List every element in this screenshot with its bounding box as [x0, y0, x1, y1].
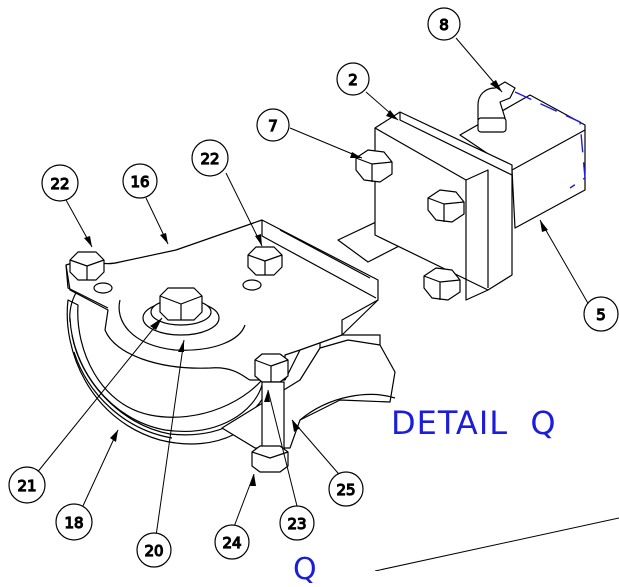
- balloon-18-label: 18: [64, 514, 83, 532]
- section-label-q: Q: [293, 552, 317, 587]
- balloon-2: 2: [336, 62, 370, 96]
- balloon-8-label: 8: [439, 16, 449, 34]
- balloon-18: 18: [55, 503, 93, 541]
- balloon-7-label: 7: [268, 117, 278, 135]
- balloon-20: 20: [136, 532, 172, 568]
- assembly-drawing: 8 2 7 22 16 22 5 21 25 18 23 20 24: [8, 7, 619, 571]
- balloon-23-label: 23: [287, 515, 306, 533]
- balloon-8: 8: [427, 7, 461, 41]
- balloon-25: 25: [328, 471, 364, 507]
- balloon-7: 7: [256, 108, 290, 142]
- balloon-21: 21: [8, 466, 46, 504]
- balloon-24: 24: [214, 524, 250, 560]
- arrowheads: [84, 80, 548, 486]
- balloon-22-left-label: 22: [50, 175, 69, 193]
- leader-lines: [35, 37, 619, 571]
- balloon-2-label: 2: [348, 71, 358, 89]
- balloon-24-label: 24: [222, 534, 241, 552]
- hex-bolts: [69, 149, 465, 473]
- balloon-21-label: 21: [17, 477, 36, 495]
- balloon-callouts: 8 2 7 22 16 22 5 21 25 18 23 20 24: [8, 7, 619, 568]
- phantom-outline: [514, 91, 586, 189]
- balloon-22-left: 22: [41, 164, 79, 202]
- balloon-20-label: 20: [144, 542, 163, 560]
- balloon-16: 16: [122, 163, 158, 199]
- balloon-16-label: 16: [130, 173, 149, 191]
- balloon-5-label: 5: [596, 306, 606, 324]
- balloon-22-right-label: 22: [200, 150, 219, 168]
- balloon-25-label: 25: [336, 481, 355, 499]
- elbow-fitting: [477, 81, 516, 133]
- balloon-5: 5: [583, 296, 619, 332]
- balloon-22-right: 22: [191, 139, 229, 177]
- detail-title: DETAIL Q: [391, 404, 557, 442]
- balloon-23: 23: [279, 505, 315, 541]
